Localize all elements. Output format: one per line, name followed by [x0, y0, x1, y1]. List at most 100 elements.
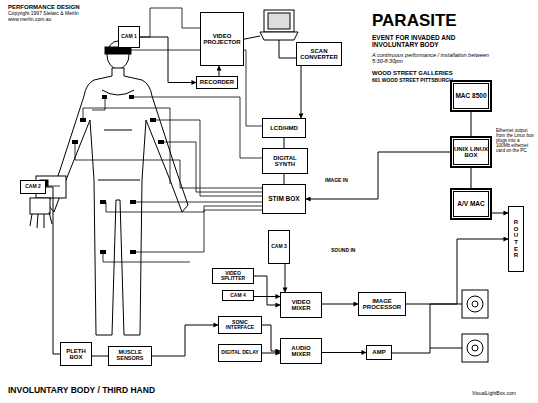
annotation-text: INVOLUNTARY BODY / THIRD HAND: [8, 386, 155, 395]
signal-connector: [262, 353, 280, 354]
signal-connector: [492, 213, 508, 214]
signal-connector: [46, 187, 60, 354]
equipment-box: PLETH BOX: [60, 342, 92, 366]
video-wires: [46, 8, 200, 186]
speaker-cone: [467, 340, 483, 356]
box-label: AMP: [372, 349, 385, 355]
equipment-box: DIGITAL DELAY: [218, 344, 262, 362]
laptop-cable: [279, 40, 296, 58]
box-label: CAM 4: [230, 293, 246, 298]
drawing-part: [136, 206, 262, 252]
equipment-box: SONIC INTERFACE: [218, 316, 262, 334]
body-contour: [98, 90, 140, 180]
box-label: DIGITAL SYNTH: [264, 155, 306, 168]
speakers: [392, 290, 488, 362]
equipment-box: A/V MAC: [450, 188, 492, 220]
box-label: UNIX LINUX BOX: [453, 146, 489, 159]
annotation-text: Copyright 1997 Stelarc & Merlin: [8, 11, 79, 17]
signal-connector: [471, 168, 472, 188]
box-label: LCD/HMD: [270, 125, 298, 131]
annotation-text: WOOD STREET GALLERIES: [372, 70, 453, 77]
equipment-box: STIM BOX: [262, 184, 306, 214]
laptop: [240, 10, 298, 58]
box-label: VIDEO SPLITTER: [214, 271, 252, 282]
signal-connector: [219, 66, 220, 76]
signal-connector: [284, 138, 285, 148]
signal-connector: [152, 325, 218, 356]
signal-connector: [262, 325, 280, 351]
box-label: CAM 1: [121, 34, 137, 39]
drawing-part: [106, 202, 262, 212]
signal-connector: [140, 37, 196, 83]
signal-connector: [322, 304, 358, 305]
drawing-part: [129, 95, 134, 99]
box-label: A/V MAC: [457, 201, 484, 208]
drawing-part: [103, 252, 190, 262]
box-label: MUSCLE SENSORS: [110, 350, 150, 362]
box-label: SONIC INTERFACE: [220, 320, 260, 331]
equipment-box: CAM 4: [222, 290, 254, 301]
annotation-text: SOUND IN: [330, 248, 356, 254]
speaker-cap: [472, 301, 478, 307]
box-label: ROUTER: [513, 219, 519, 259]
box-label: CAM 3: [271, 244, 287, 249]
equipment-box: CAM 1: [118, 26, 140, 48]
equipment-box: IMAGE PROCESSOR: [358, 292, 406, 316]
box-label: RECORDER: [200, 79, 234, 85]
speaker-cone: [467, 296, 483, 312]
signal-connector: [284, 174, 285, 184]
equipment-box: DIGITAL SYNTH: [262, 148, 308, 174]
drawing-part: [92, 97, 105, 110]
equipment-box: MAC 8500: [450, 80, 492, 112]
headset: [105, 47, 131, 54]
box-label: DIGITAL DELAY: [221, 350, 258, 355]
signal-connector: [285, 264, 286, 292]
speaker-cabinet: [462, 290, 488, 318]
drawing-part: [100, 200, 106, 204]
laptop-keyboard: [260, 32, 298, 40]
equipment-box: RECORDER: [196, 76, 238, 89]
annotation-text: PERFORMANCE DESIGN: [8, 4, 80, 11]
box-label: PLETH BOX: [62, 348, 90, 361]
annotation-text: EVENT FOR INVADED AND INVOLUNTARY BODY: [372, 34, 492, 48]
third-hand-palm: [30, 198, 50, 214]
electrodes: [72, 95, 164, 254]
annotation-text: www.merlin.com.au: [8, 17, 51, 23]
equipment-box: AMP: [366, 345, 392, 360]
equipment-box: UNIX LINUX BOX: [450, 136, 492, 168]
drawing-part: [153, 120, 262, 196]
signal-connector: [92, 356, 108, 357]
annotation-text: IMAGE IN: [324, 178, 349, 184]
annotation-text: VisualLightBox.com: [472, 391, 516, 397]
speaker-cap: [472, 345, 478, 351]
drawing-part: [75, 142, 262, 188]
diagram-title: PARASITE: [372, 12, 457, 31]
annotation-text: A continuous performance / installation …: [372, 52, 496, 64]
drawing-part: [130, 200, 136, 204]
equipment-box: CAM 2: [20, 180, 46, 194]
annotation-text: Ethernet output from the Linux box plugs…: [496, 128, 534, 153]
equipment-box: VIDEO SPLITTER: [212, 268, 254, 284]
drawing-part: [130, 250, 136, 254]
signal-connector: [471, 112, 472, 136]
drawing-part: [83, 108, 170, 184]
signal-connector: [254, 276, 280, 305]
box-label: AUDIO MIXER: [282, 345, 320, 358]
signal-connector: [406, 239, 508, 304]
signal-connector: [322, 352, 366, 353]
box-label: IMAGE PROCESSOR: [360, 298, 404, 311]
annotation-text: 601 WOOD STREET PITTSBURGH: [372, 78, 453, 84]
drawing-part: [138, 8, 200, 37]
body-figure: [48, 41, 188, 335]
drawing-part: [102, 95, 107, 99]
equipment-box: VIDEO PROJECTOR: [200, 12, 244, 66]
equipment-box: SCAN CONVERTER: [296, 42, 342, 66]
box-label: VIDEO PROJECTOR: [202, 33, 242, 46]
signal-connector: [301, 66, 302, 118]
equipment-box: MUSCLE SENSORS: [108, 346, 152, 366]
speaker-cabinet: [462, 334, 488, 362]
drawing-part: [161, 142, 262, 192]
signal-connector: [306, 152, 450, 199]
drawing-part: [136, 202, 262, 203]
